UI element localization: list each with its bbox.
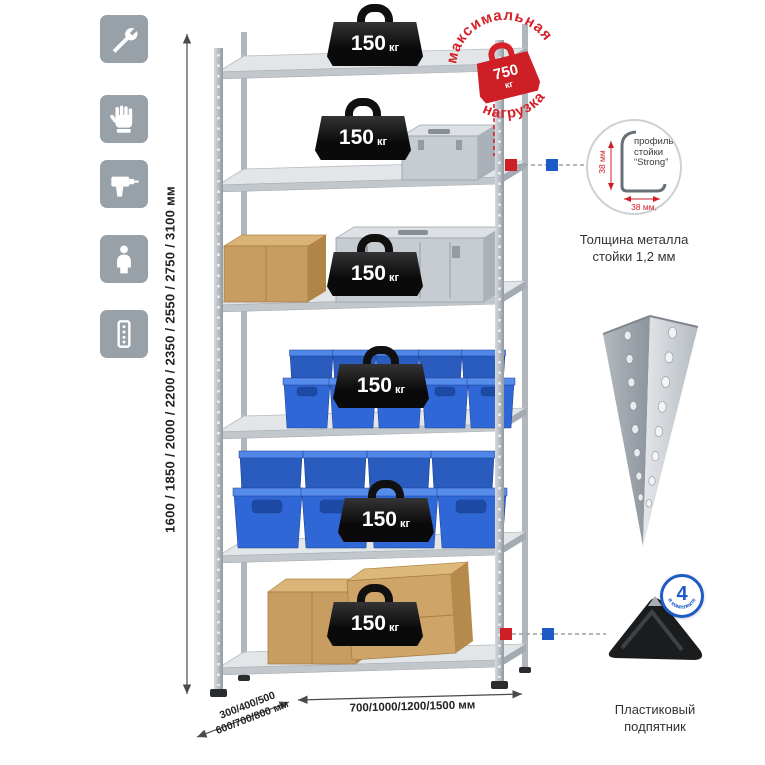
- drill-icon: [100, 160, 148, 208]
- profile-dim-horizontal: 38 мм,: [631, 202, 657, 212]
- load-value: 150: [350, 32, 386, 55]
- load-unit: кг: [399, 517, 411, 530]
- blue-marker-bottom: [542, 628, 554, 640]
- profile-caption: Толщина металла стойки 1,2 мм: [549, 231, 719, 265]
- plastic-foot-image: [608, 596, 703, 660]
- cardboard-box-shelf3: [222, 234, 328, 303]
- depth-dimension-line: [196, 701, 290, 738]
- weight-handle: [363, 346, 399, 372]
- person-icon: [100, 235, 148, 283]
- profile-caption-line1: Толщина металла: [579, 232, 689, 247]
- profile-label-line3: “Strong”: [634, 157, 669, 168]
- rack-post-icon: [100, 310, 148, 358]
- profile-callout-circle: [586, 119, 682, 215]
- callout-connectors: [493, 104, 606, 640]
- foot-caption-line2: подпятник: [624, 719, 686, 734]
- weight-handle: [357, 234, 393, 260]
- load-unit: кг: [388, 41, 400, 54]
- red-marker-bottom: [500, 628, 512, 640]
- badge-number: 4: [676, 582, 688, 605]
- foot-caption-line1: Пластиковый: [614, 702, 696, 717]
- load-unit: кг: [388, 621, 400, 634]
- weight-handle: [345, 98, 381, 124]
- load-value: 150: [361, 508, 397, 531]
- load-value: 150: [338, 126, 374, 149]
- red-marker-top: [505, 159, 517, 171]
- weight-handle: [368, 480, 404, 506]
- load-value: 150: [350, 612, 386, 635]
- load-unit: кг: [394, 383, 406, 396]
- profile-label-line1: профиль: [634, 136, 674, 147]
- profile-caption-line2: стойки 1,2 мм: [592, 249, 676, 264]
- height-dimension-label: 1600 / 1850 / 2000 / 2200 / 2350 / 2550 …: [162, 186, 178, 533]
- rack-front-posts: [210, 40, 531, 697]
- blue-marker-top: [546, 159, 558, 171]
- rack-back-posts: [241, 24, 528, 678]
- load-value: 150: [356, 374, 392, 397]
- max-load-unit: кг: [503, 78, 514, 91]
- profile-label-line2: стойки: [634, 146, 664, 158]
- aluminum-case-shelf2: [400, 124, 498, 181]
- load-value: 150: [350, 262, 386, 285]
- load-unit: кг: [388, 271, 400, 284]
- quantity-badge: в комплекте 4: [660, 574, 704, 618]
- foot-caption: Пластиковый подпятник: [565, 701, 745, 735]
- dimension-lines: [182, 34, 523, 738]
- angle-profile-drawing: [620, 130, 667, 193]
- wrench-icon: [100, 15, 148, 63]
- load-unit: кг: [376, 135, 388, 148]
- width-dimension-line: [297, 690, 523, 704]
- profile-label: профиль стойки “Strong”: [634, 136, 674, 169]
- glove-icon: [100, 95, 148, 143]
- perforated-post-image: [602, 314, 699, 546]
- badge-arc-text: в комплекте: [666, 597, 698, 611]
- weight-handle: [357, 584, 393, 610]
- profile-dim-vertical: 38 мм: [597, 150, 607, 174]
- badge-ring: [660, 574, 704, 618]
- weight-handle: [357, 4, 393, 30]
